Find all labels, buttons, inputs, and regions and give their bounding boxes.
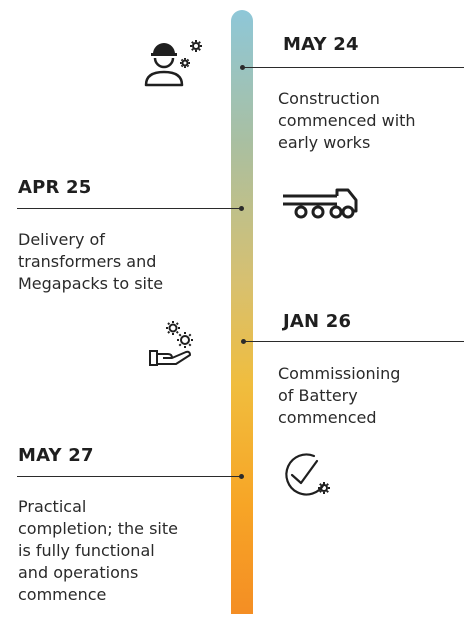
milestone-date: JAN 26 [283,311,352,332]
description-line: Practical [18,497,87,516]
milestone-description: Construction commenced with early works [278,88,468,154]
connector-line [242,67,464,68]
description-line: of Battery [278,386,358,405]
milestone-description: Delivery of transformers and Megapacks t… [18,229,228,295]
description-line: early works [278,133,371,152]
truck-icon [283,188,358,219]
milestone-date: MAY 24 [283,34,359,55]
hand-with-gears-icon [149,321,193,366]
check-gear-icon [285,453,330,496]
timeline-dot [239,206,244,211]
milestone-date: MAY 27 [18,445,94,466]
connector-line [243,341,464,342]
connector-line [17,208,241,209]
timeline-dot [239,474,244,479]
worker-with-gears-icon [144,40,202,87]
timeline-bar [231,10,253,614]
description-line: Construction [278,89,380,108]
milestone-description: Practical completion; the site is fully … [18,496,230,606]
description-line: Megapacks to site [18,274,164,293]
milestone-description: Commissioning of Battery commenced [278,363,468,429]
description-line: commenced with [278,111,416,130]
timeline-dot [241,339,246,344]
description-line: transformers and [18,252,157,271]
description-line: completion; the site [18,519,178,538]
description-line: is fully functional [18,541,155,560]
description-line: and operations [18,563,139,582]
description-line: commence [18,585,107,604]
description-line: Commissioning [278,364,401,383]
milestone-date: APR 25 [18,177,92,198]
description-line: Delivery of [18,230,105,249]
connector-line [17,476,241,477]
description-line: commenced [278,408,377,427]
timeline-dot [240,65,245,70]
